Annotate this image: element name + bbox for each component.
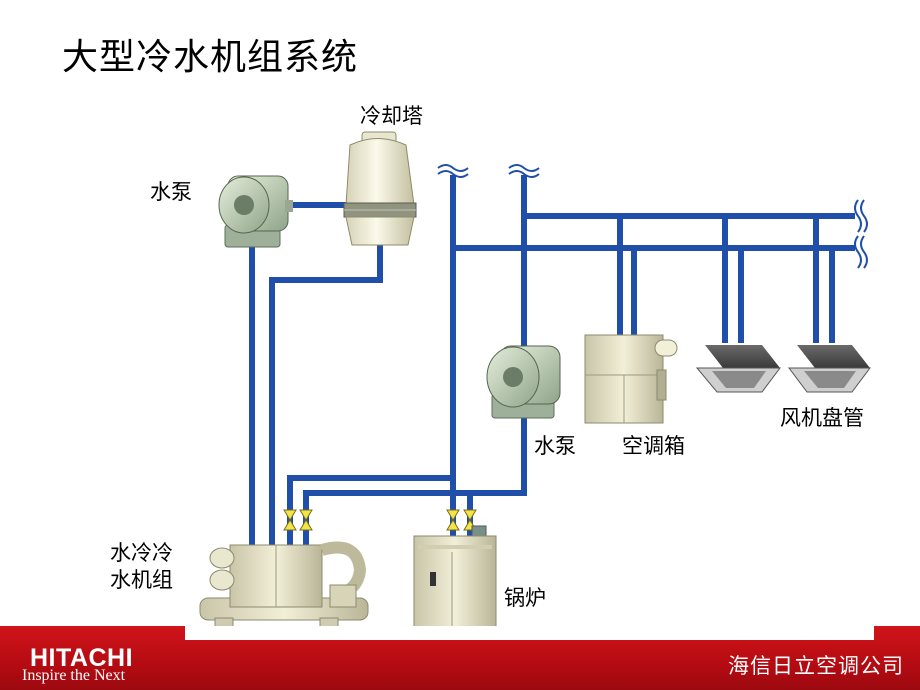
chiller-label-line2: 水机组 xyxy=(110,568,173,592)
cooling-tower-icon xyxy=(343,131,417,246)
air-handler-icon xyxy=(584,334,678,424)
brand-tagline: Inspire the Next xyxy=(22,667,126,684)
footer-stripe xyxy=(185,626,874,640)
pump-mid-label: 水泵 xyxy=(534,434,576,458)
water-pump-icon xyxy=(218,175,293,248)
fan-coil-label: 风机盘管 xyxy=(780,406,864,430)
brand-logo: HITACHI xyxy=(30,644,134,672)
slide-title: 大型冷水机组系统 xyxy=(62,37,359,78)
boiler-icon xyxy=(413,525,497,639)
air-handler-label: 空调箱 xyxy=(622,434,685,458)
valve-icon xyxy=(283,509,477,531)
pump-top-label: 水泵 xyxy=(150,180,192,204)
fan-coil-icon xyxy=(788,345,871,393)
footer-bar xyxy=(0,626,920,690)
chiller-system-diagram xyxy=(199,131,871,639)
cooling-tower-label: 冷却塔 xyxy=(360,104,423,128)
chiller-label: 水冷冷 水机组 xyxy=(110,540,173,594)
fan-coil-icon xyxy=(695,345,781,393)
break-mark-icon xyxy=(437,164,868,269)
pipe-network xyxy=(249,175,855,548)
boiler-label: 锅炉 xyxy=(504,586,546,610)
chiller-label-line1: 水冷冷 xyxy=(110,541,173,565)
company-name: 海信日立空调公司 xyxy=(728,654,904,678)
water-pump-icon xyxy=(486,345,561,419)
chiller-icon xyxy=(199,541,369,631)
